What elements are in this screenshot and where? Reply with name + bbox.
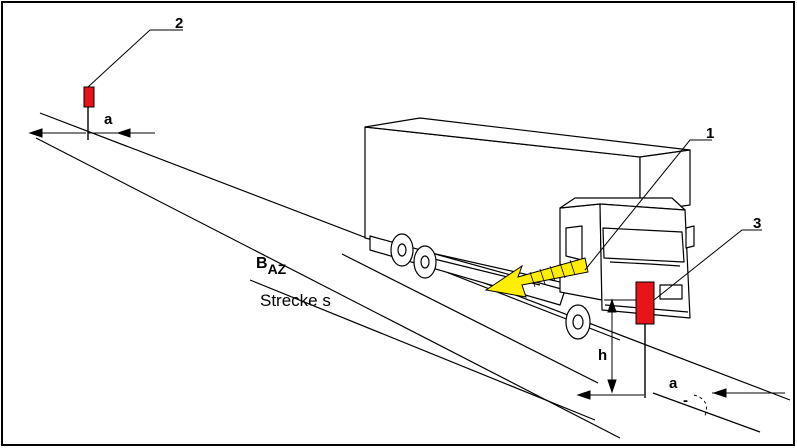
dim-h-label: h	[598, 347, 607, 364]
rear-hub-1	[397, 243, 407, 257]
mirror	[685, 225, 695, 249]
callout-label-2: 2	[175, 15, 183, 32]
light-beam-arrow-icon	[484, 257, 589, 298]
post-marker-right	[635, 281, 655, 325]
windshield	[602, 227, 685, 263]
baz-label: BAZ	[256, 255, 287, 277]
callout-label-1: 1	[706, 125, 714, 142]
dim-a-right-label: a	[669, 375, 678, 392]
front-hub	[572, 314, 584, 330]
callout-label-3: 3	[753, 215, 761, 232]
headlight	[659, 284, 683, 300]
road-line-4	[341, 253, 599, 384]
distance-label: Strecke s	[260, 291, 331, 310]
dim-a-left-label: a	[104, 111, 113, 128]
wiper-2	[649, 263, 681, 267]
beam-arrow	[484, 257, 589, 298]
baz-main: B	[256, 255, 268, 272]
reflector-post-icon	[83, 86, 95, 140]
road-line-5	[249, 279, 596, 421]
reflector-post-icon	[635, 281, 655, 398]
angle-arc	[693, 394, 707, 419]
leader-line-3	[653, 229, 762, 301]
rear-hub-2	[420, 255, 430, 269]
leader-line-1	[584, 139, 712, 271]
baz-sub: AZ	[268, 261, 287, 277]
post-marker-left	[83, 86, 95, 108]
cab-roof	[559, 197, 686, 211]
wiper-1	[609, 261, 651, 265]
leader-line-2	[87, 29, 183, 88]
minus-label: -	[683, 392, 688, 409]
cab-side-window	[565, 225, 583, 261]
dimension-h	[604, 298, 636, 394]
road-line-2	[35, 137, 621, 439]
road-line-6	[652, 392, 761, 433]
cargo-box-front	[639, 149, 691, 213]
dimension-a-left	[28, 128, 155, 138]
dimension-a-right	[576, 388, 785, 400]
